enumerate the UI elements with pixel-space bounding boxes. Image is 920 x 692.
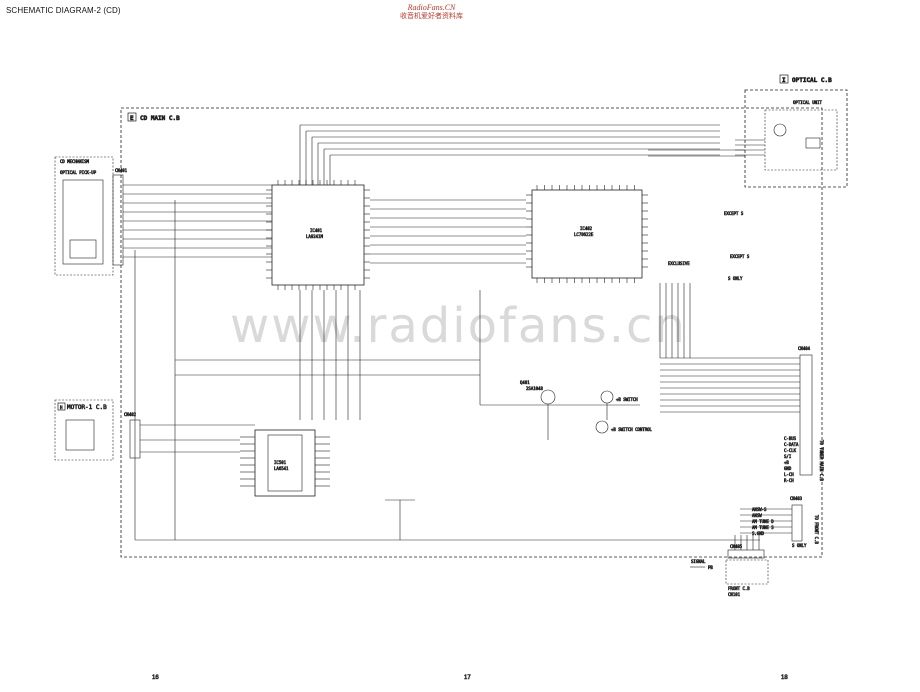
optical-letter: I — [782, 77, 786, 84]
regulator-part: 2SA1048 — [526, 386, 543, 391]
signal-note: SIGNAL — [691, 559, 706, 564]
cn402-label: CN402 — [124, 412, 137, 417]
front-board-box — [725, 559, 769, 585]
brand-slogan: 收音机爱好者资料库 — [400, 12, 463, 20]
cn403-pin: AM TUNE S — [752, 525, 774, 530]
cn404-connector — [799, 354, 813, 476]
page-title: SCHEMATIC DIAGRAM-2 (CD) — [6, 6, 121, 15]
ic401-ref: IC401 — [310, 228, 323, 233]
s-only-note-2: S ONLY — [728, 276, 743, 281]
except-s-note: EXCEPT S — [724, 211, 744, 216]
regulator-transistor — [540, 389, 556, 405]
brand-watermark: RadioFans.CN 收音机爱好者资料库 — [400, 3, 463, 21]
right-pin-label: C-BUS — [784, 436, 797, 441]
motor-letter-box — [57, 402, 66, 411]
background-watermark: www.radiofans.cn — [230, 298, 687, 354]
front-board-label: FRONT C.B — [728, 586, 750, 591]
cn403-pin: ANSW-S — [752, 507, 767, 512]
page-number: 16 — [152, 675, 159, 681]
optical-board-border — [744, 89, 848, 188]
cn401-label: CN401 — [115, 168, 128, 173]
control-transistor — [595, 420, 609, 434]
pickup-pins-block — [62, 179, 104, 265]
cd-main-letter: E — [130, 115, 134, 122]
wire-group — [123, 124, 800, 550]
cn404-label: CN404 — [798, 346, 811, 351]
right-pin-label: L-CH — [784, 472, 794, 477]
optical-transistor-symbol — [773, 123, 787, 137]
except-s-note-2: EXCEPT S — [730, 254, 750, 259]
switch-label: +B SWITCH — [616, 397, 638, 402]
cn401-connector — [112, 174, 124, 266]
ic501-chip — [254, 429, 316, 497]
regulator-ref: Q401 — [520, 380, 530, 385]
ic501-ref: IC501 — [274, 460, 287, 465]
ic501-inner — [267, 434, 303, 492]
optical-letter-box — [779, 74, 789, 84]
cd-mechanism-sub: OPTICAL PICK-UP — [60, 170, 97, 175]
ic402-part: LC78622E — [574, 232, 594, 237]
motor-letter: H — [60, 405, 63, 410]
ic501-part: LA6541 — [274, 466, 289, 471]
optical-unit-box — [764, 109, 838, 171]
optical-name: OPTICAL C.B — [792, 77, 832, 84]
cd-mechanism-title: CD MECHANISM — [60, 159, 89, 164]
exclusive-note: EXCLUSIVE — [668, 261, 690, 266]
to-tuner-label: TO TUNER MAIN C.B — [819, 440, 824, 482]
cd-main-letter-box — [127, 112, 137, 122]
cn101-label: CN101 — [728, 592, 741, 597]
optical-unit-label: OPTICAL UNIT — [793, 100, 822, 105]
right-pin-list: C-BUS C-DATA C-CLK S/I +B GND L-CH R-CH — [784, 436, 800, 484]
cn403-pin: S.GND — [752, 531, 765, 536]
cn403-pin: ANSW — [752, 513, 762, 518]
cn403-connector — [791, 504, 803, 542]
cd-main-board-border — [120, 107, 823, 558]
right-pin-label: +B — [784, 460, 789, 465]
cn403-pin: AM TUNE D — [752, 519, 774, 524]
ic401-part: LA9241M — [306, 234, 323, 239]
ic402-chip — [531, 189, 643, 279]
cd-main-name: CD MAIN C.B — [140, 115, 180, 122]
right-pin-label: C-DATA — [784, 442, 799, 447]
right-pin-label: GND — [784, 466, 792, 471]
switch-transistor — [600, 390, 614, 404]
motor-name: MOTOR-1 C.B — [67, 404, 107, 411]
to-front-label: TO FRONT C.B — [814, 515, 819, 544]
cn403-pin-list: ANSW-S ANSW AM TUNE D AM TUNE S S.GND — [752, 507, 775, 537]
cn405-label: CN405 — [730, 544, 743, 549]
motor-board-border — [54, 399, 114, 461]
pb-note: PB — [708, 565, 713, 570]
control-label: +B SWITCH CONTROL — [611, 427, 653, 432]
s-only-note: S ONLY — [792, 543, 807, 548]
cn405-connector — [727, 549, 765, 559]
cn403-label: CN403 — [790, 496, 803, 501]
page-number: 17 — [464, 675, 471, 681]
ic402-ref: IC402 — [580, 226, 593, 231]
page-number: 18 — [781, 675, 788, 681]
right-pin-label: S/I — [784, 454, 792, 459]
right-pin-label: C-CLK — [784, 448, 797, 453]
motor-switch-block — [65, 419, 95, 451]
optical-module — [805, 137, 821, 149]
brand-site: RadioFans.CN — [407, 3, 456, 12]
right-pin-label: R-CH — [784, 478, 794, 483]
pickup-laser-diode — [69, 239, 97, 259]
